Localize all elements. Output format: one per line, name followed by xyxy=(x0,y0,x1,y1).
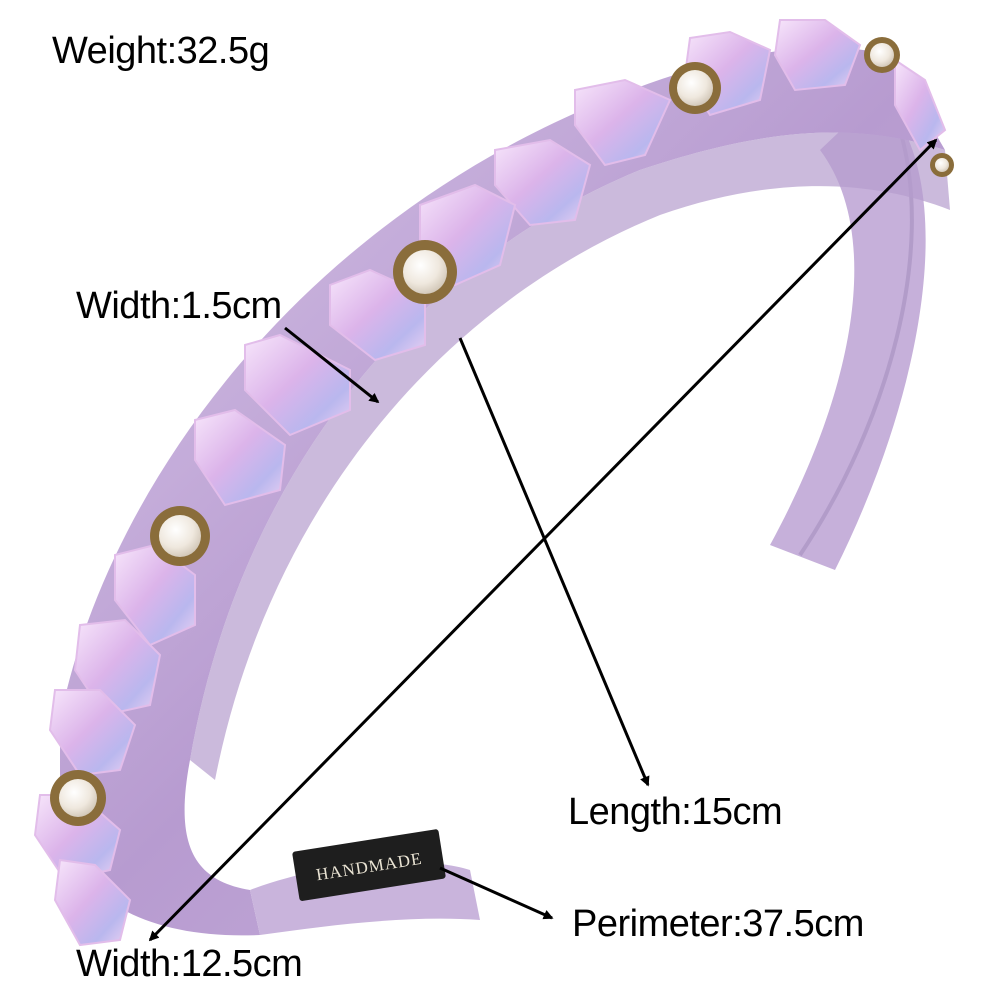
span-width-label: Width:12.5cm xyxy=(76,943,303,985)
pearl xyxy=(669,62,721,114)
crystal-heart xyxy=(773,19,862,92)
crystal-heart xyxy=(48,689,137,777)
pearl xyxy=(150,506,210,566)
crystal-heart xyxy=(53,858,132,947)
length-arrow xyxy=(458,337,650,787)
pearl xyxy=(864,37,900,73)
pearl xyxy=(50,770,106,826)
width-span-arrow xyxy=(148,138,938,942)
pearl xyxy=(930,153,954,177)
length-label: Length:15cm xyxy=(568,791,783,833)
measurement-arrows xyxy=(148,138,938,942)
perimeter-label: Perimeter:37.5cm xyxy=(572,903,864,945)
band-width-label: Width:1.5cm xyxy=(76,285,282,327)
weight-label: Weight:32.5g xyxy=(52,30,270,72)
pearl xyxy=(393,240,457,304)
